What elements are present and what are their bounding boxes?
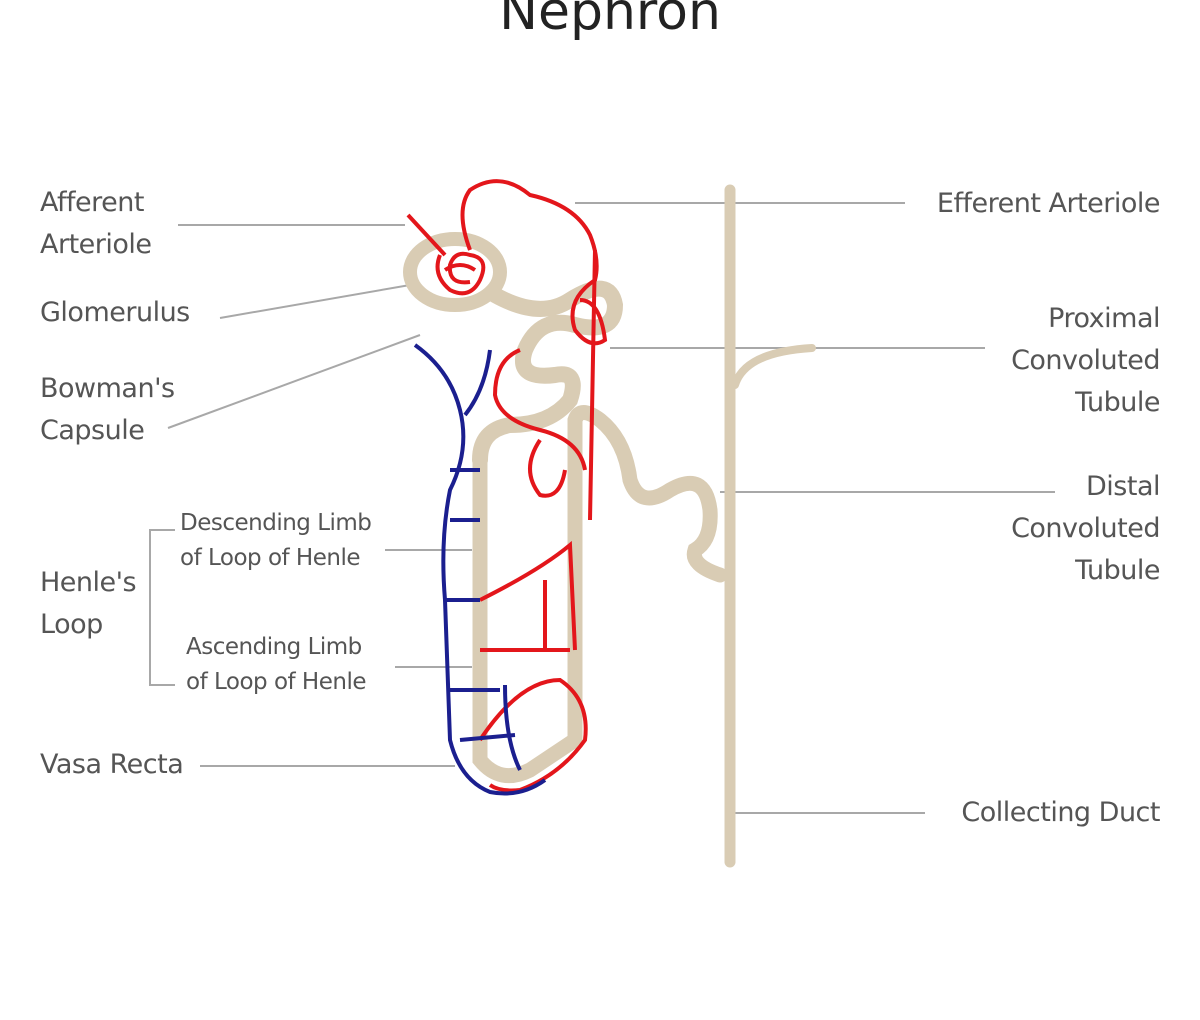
label-ascending-limb: Ascending Limb of Loop of Henle — [186, 630, 367, 700]
label-bowmans-capsule: Bowman's Capsule — [40, 368, 175, 452]
bowmans-capsule — [403, 232, 507, 312]
leader-lines — [149, 202, 1055, 814]
label-line: Tubule — [1075, 387, 1160, 418]
label-line: Loop — [40, 609, 103, 640]
label-vasa-recta: Vasa Recta — [40, 749, 184, 780]
label-line: Bowman's — [40, 373, 175, 404]
label-distal-convoluted-tubule: Distal Convoluted Tubule — [1011, 466, 1160, 592]
label-line: Convoluted — [1011, 345, 1160, 376]
label-line: Descending Limb — [180, 510, 372, 536]
label-line: Afferent — [40, 187, 144, 218]
label-line: Ascending Limb — [186, 634, 362, 660]
label-line: Tubule — [1075, 555, 1160, 586]
label-descending-limb: Descending Limb of Loop of Henle — [180, 506, 372, 576]
label-collecting-duct: Collecting Duct — [961, 797, 1160, 828]
label-line: Proximal — [1048, 303, 1160, 334]
label-proximal-convoluted-tubule: Proximal Convoluted Tubule — [1011, 298, 1160, 424]
label-line: Henle's — [40, 567, 137, 598]
label-line: of Loop of Henle — [186, 669, 367, 695]
label-henles-loop: Henle's Loop — [40, 562, 137, 646]
red-vessels — [406, 179, 608, 793]
label-line: Distal — [1086, 471, 1160, 502]
diagram-title: Nephron — [499, 0, 721, 42]
label-line: of Loop of Henle — [180, 545, 361, 571]
label-line: Convoluted — [1011, 513, 1160, 544]
label-afferent-arteriole: Afferent Arteriole — [40, 182, 152, 266]
label-line: Arteriole — [40, 229, 152, 260]
label-glomerulus: Glomerulus — [40, 297, 190, 328]
label-line: Capsule — [40, 415, 145, 446]
label-efferent-arteriole: Efferent Arteriole — [936, 188, 1161, 219]
blue-vessels — [413, 343, 547, 796]
